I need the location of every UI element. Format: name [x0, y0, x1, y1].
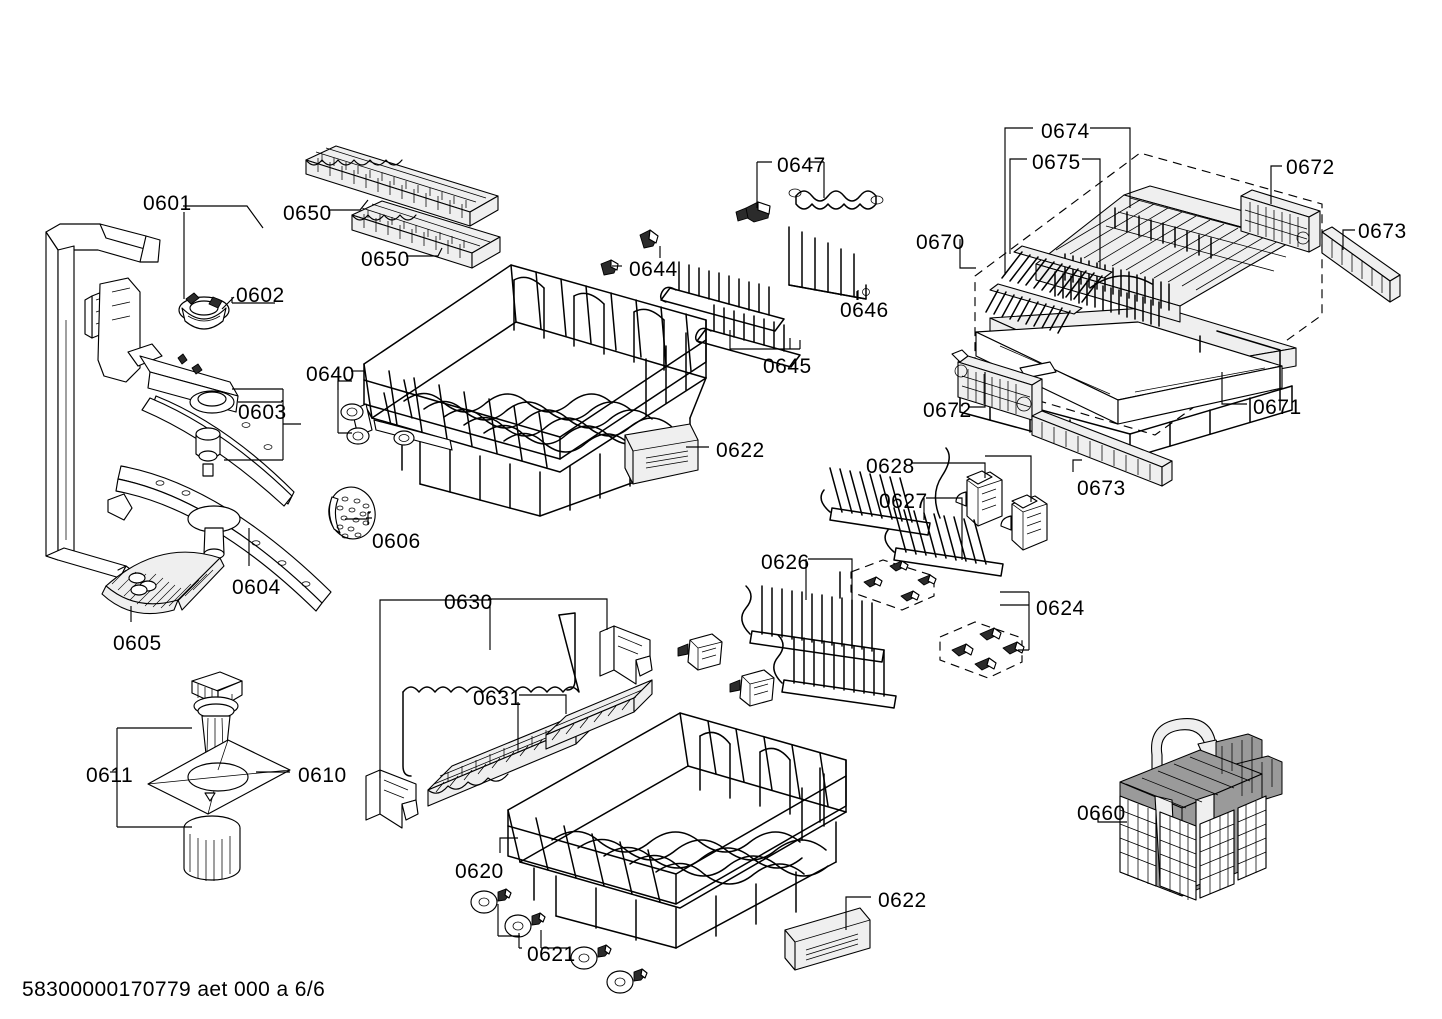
callout-0650-a: 0650	[283, 202, 332, 225]
callout-0627: 0627	[879, 490, 928, 513]
sheet-footer: 58300000170779 aet 000 a 6/6	[22, 978, 326, 1001]
part-0602-retaining-ring	[178, 292, 230, 330]
callout-0675: 0675	[1032, 151, 1081, 174]
part-0640-upper-basket	[340, 264, 707, 517]
part-0628-tine-rack-holder-b	[1000, 494, 1048, 551]
part-0624-clip-set-b	[939, 621, 1025, 679]
callout-0647: 0647	[777, 154, 826, 177]
part-0646-cup-tine-rack	[788, 226, 870, 300]
part-0645-tine-insert-a	[659, 261, 785, 332]
part-0631-plate-rack-insert-b	[545, 679, 653, 750]
part-0603-upper-spray-arm	[97, 277, 295, 507]
callout-0645: 0645	[763, 355, 812, 378]
callout-0622-upper: 0622	[716, 439, 765, 462]
part-0606-perforated-spray-disc	[328, 486, 376, 540]
part-0672-side-insert-right	[1240, 189, 1321, 253]
callout-0604: 0604	[232, 576, 281, 599]
callout-0620: 0620	[455, 860, 504, 883]
callout-0610: 0610	[298, 764, 347, 787]
part-0604-lower-spray-arm	[115, 465, 332, 612]
leader-lines	[110, 127, 1355, 949]
part-0645-tine-insert-b	[694, 304, 801, 368]
callout-0671: 0671	[1253, 396, 1302, 419]
part-0630-end-cap-left	[365, 769, 419, 829]
callout-0602: 0602	[236, 284, 285, 307]
callout-0670: 0670	[916, 231, 965, 254]
part-0620-lower-basket	[507, 712, 847, 949]
callout-0630: 0630	[444, 591, 493, 614]
callout-0621: 0621	[527, 943, 576, 966]
part-0650-folding-plate-rack-b	[351, 200, 501, 269]
part-0622-upper-handle-strip	[624, 423, 699, 485]
part-0601-water-supply-duct	[45, 223, 161, 585]
part-0673-insert-left	[1031, 410, 1173, 487]
callout-0606: 0606	[372, 530, 421, 553]
part-0650-folding-plate-rack-a	[305, 145, 499, 227]
part-0628-tine-rack-holder-a	[955, 470, 1003, 527]
part-0605-filter-cover-plate	[101, 551, 225, 615]
callout-0672-a: 0672	[1286, 156, 1335, 179]
callout-0601: 0601	[143, 192, 192, 215]
callout-0672-b: 0672	[923, 399, 972, 422]
callout-0674: 0674	[1041, 120, 1090, 143]
callout-0603: 0603	[238, 401, 287, 424]
part-0628-small-holder-a	[677, 633, 723, 671]
part-0624-clip-set-a	[850, 559, 937, 611]
callout-0646: 0646	[840, 299, 889, 322]
callout-0611: 0611	[86, 764, 134, 787]
callout-0673-b: 0673	[1077, 477, 1126, 500]
callout-0622-lower: 0622	[878, 889, 927, 912]
part-0644-stop-clip	[600, 229, 659, 276]
callout-0673-a: 0673	[1358, 220, 1407, 243]
part-0671-drawer-frame	[959, 306, 1297, 459]
callout-0660: 0660	[1077, 802, 1126, 825]
part-0675-drawer-comb	[985, 245, 1113, 334]
callout-0650-b: 0650	[361, 248, 410, 271]
part-0626-plate-tine-rack-b	[773, 634, 897, 709]
part-0630-wire-rail	[402, 612, 580, 777]
part-0621-basket-rollers	[470, 888, 648, 994]
part-0611-filter-cylinder	[183, 815, 241, 881]
part-0630-end-cap-right	[599, 625, 653, 685]
callout-0605: 0605	[113, 632, 162, 655]
part-0647-wire-rail	[735, 188, 884, 223]
part-0672-side-insert-left	[951, 349, 1043, 421]
callout-0624: 0624	[1036, 597, 1085, 620]
part-0622-lower-handle-strip	[784, 907, 871, 971]
callout-0626: 0626	[761, 551, 810, 574]
part-0660-cutlery-basket	[1119, 717, 1283, 901]
callout-0644: 0644	[629, 258, 678, 281]
part-0627-folding-tine-rack-b	[820, 447, 950, 536]
part-0628-small-holder-b	[729, 669, 775, 707]
callout-0628: 0628	[866, 455, 915, 478]
callout-0640: 0640	[306, 363, 355, 386]
callout-0631: 0631	[473, 687, 522, 710]
part-0626-plate-tine-rack-a	[741, 571, 885, 663]
part-0610-flat-filter	[147, 739, 291, 815]
part-0673-insert-right	[1321, 226, 1401, 303]
